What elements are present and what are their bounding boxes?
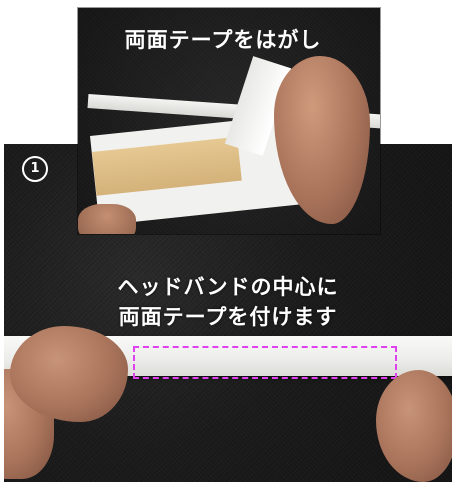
instruction-line-1: ヘッドバンドの中心に — [117, 275, 339, 299]
instruction-line-2: 両面テープを付けます — [118, 305, 338, 329]
instruction-text: ヘッドバンドの中心に 両面テープを付けます — [4, 272, 452, 332]
left-hand — [10, 326, 128, 422]
step-number-badge: 1 — [22, 156, 48, 182]
inset-peel-photo: 両面テープをはがし — [78, 8, 380, 234]
inset-title: 両面テープをはがし — [124, 28, 322, 52]
inset-lower-hand — [78, 204, 136, 234]
right-hand — [376, 370, 452, 482]
tape-placement-marker — [133, 346, 397, 379]
